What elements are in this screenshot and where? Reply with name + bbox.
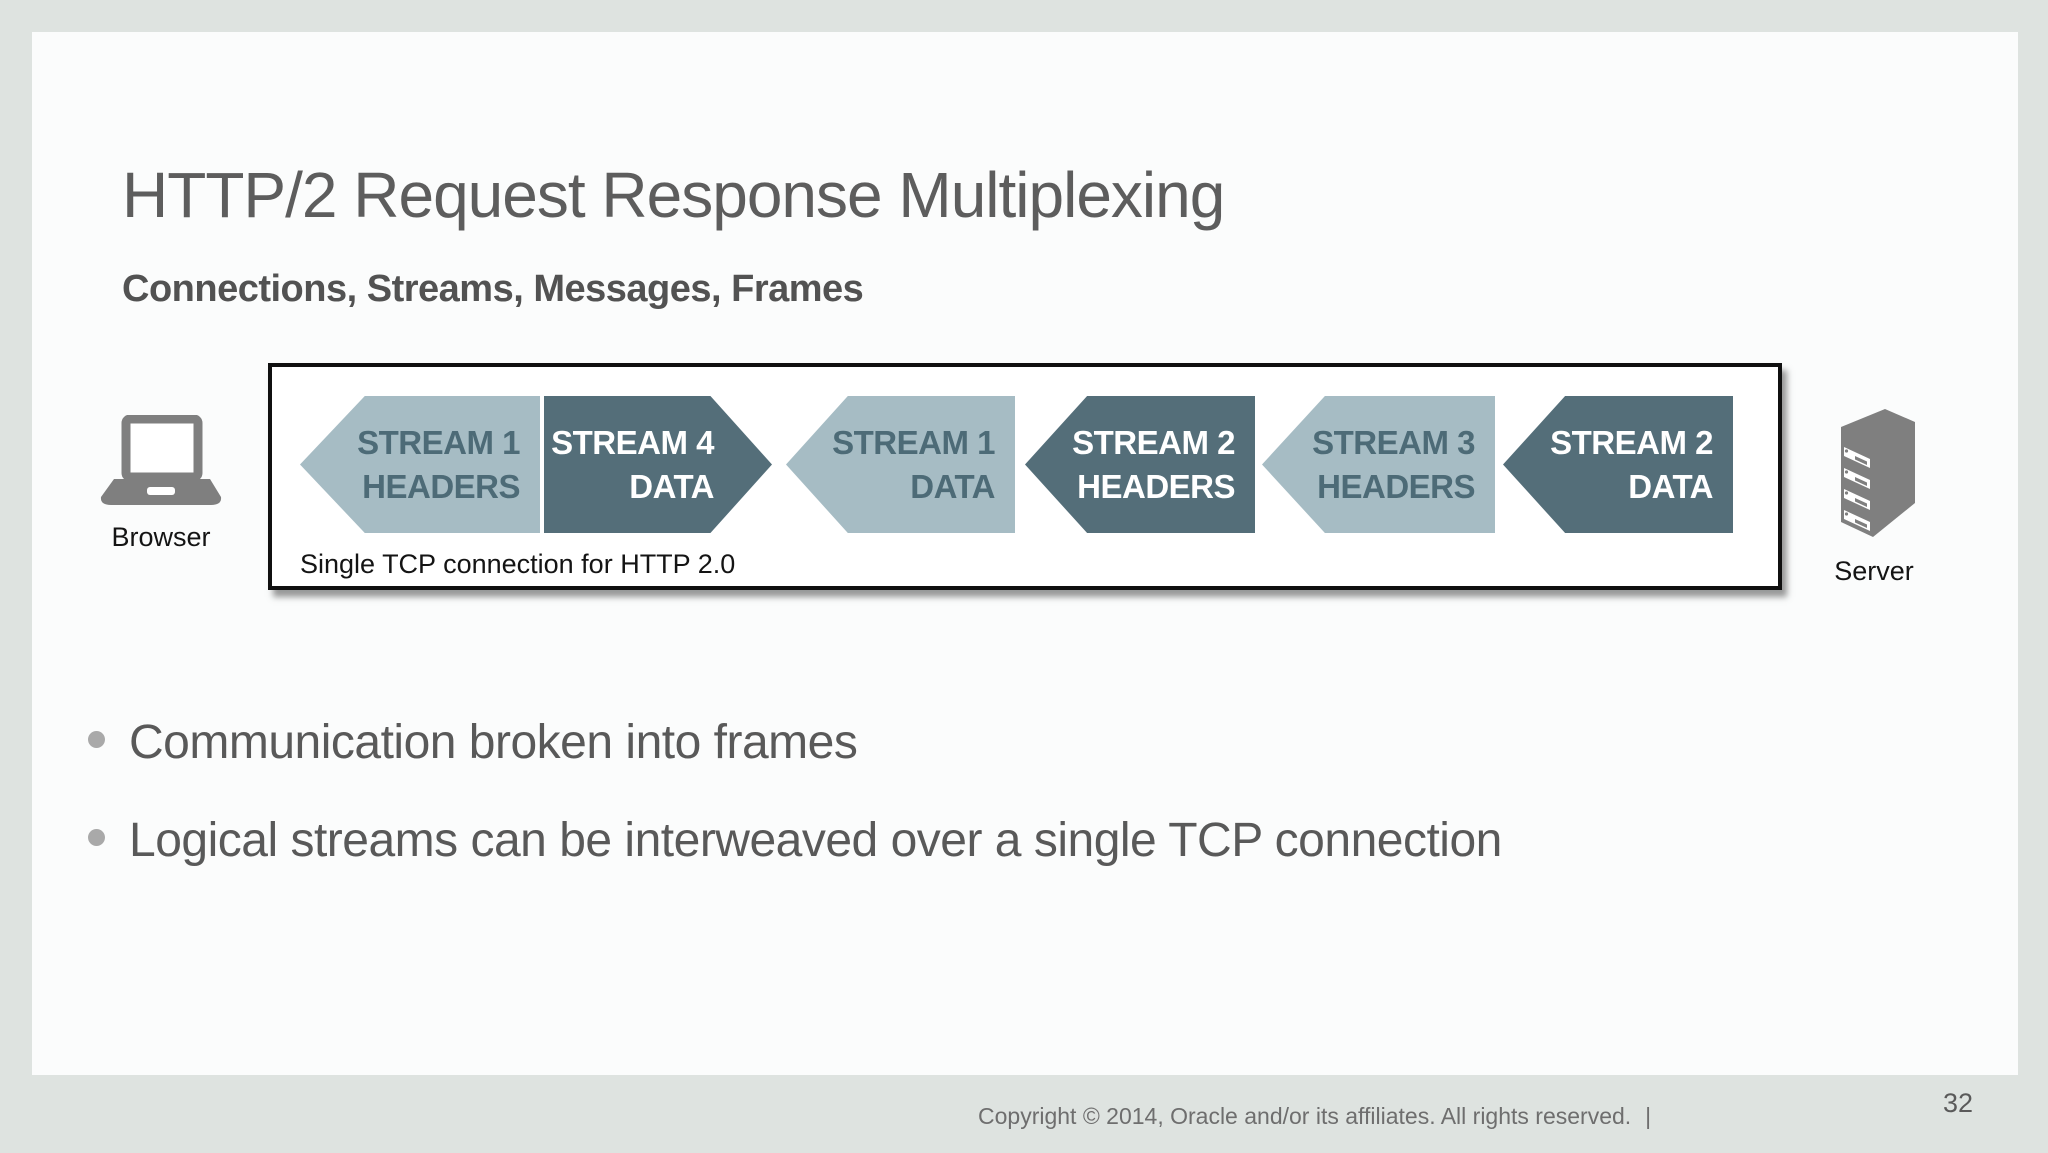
- stream-frame-3: STREAM 1 DATA: [786, 396, 1015, 533]
- server-label: Server: [1834, 556, 1914, 586]
- page-number: 32: [1942, 1088, 1974, 1118]
- stream-frame-label: DATA: [910, 467, 995, 505]
- bullet-dot: [88, 730, 105, 748]
- bullet-text: Logical streams can be interweaved over …: [129, 814, 1502, 867]
- copyright-text: Copyright © 2014, Oracle and/or its affi…: [978, 1103, 1632, 1129]
- bullet-item: Communication broken into frames: [88, 714, 1502, 772]
- stream-frame-label: STREAM 1: [357, 423, 520, 461]
- laptop-icon: [100, 414, 222, 505]
- slide-subtitle: Connections, Streams, Messages, Frames: [122, 268, 864, 310]
- browser-endpoint: Browser: [95, 414, 227, 553]
- bullet-list: Communication broken into frames Logical…: [88, 714, 1502, 910]
- stream-frame-4: STREAM 2 HEADERS: [1025, 396, 1255, 533]
- server-icon: [1841, 409, 1915, 537]
- bullet-text: Communication broken into frames: [129, 716, 858, 769]
- stream-frame-5: STREAM 3 HEADERS: [1262, 396, 1495, 533]
- tcp-connection-label: Single TCP connection for HTTP 2.0: [300, 549, 736, 579]
- stream-frame-label: STREAM 3: [1312, 423, 1475, 461]
- browser-label: Browser: [111, 522, 211, 552]
- stream-frame-label: STREAM 1: [832, 423, 995, 461]
- stream-frame-label: DATA: [1628, 467, 1713, 505]
- bullet-dot: [88, 828, 105, 846]
- server-endpoint: Server: [1808, 403, 1940, 587]
- footer: Copyright © 2014, Oracle and/or its affi…: [978, 1103, 1651, 1130]
- stream-frame-label: HEADERS: [362, 467, 520, 505]
- stream-frame-label: HEADERS: [1317, 467, 1475, 505]
- stream-frame-2: STREAM 4 DATA: [544, 396, 772, 533]
- stream-frame-1: STREAM 1 HEADERS: [300, 396, 540, 533]
- stream-frame-label: DATA: [629, 467, 714, 505]
- stream-frame-label: STREAM 2: [1550, 423, 1713, 461]
- slide-title: HTTP/2 Request Response Multiplexing: [122, 159, 1225, 231]
- footer-separator: |: [1645, 1103, 1652, 1129]
- stream-frame-label: STREAM 4: [551, 423, 714, 461]
- bullet-item: Logical streams can be interweaved over …: [88, 812, 1502, 870]
- stream-frame-label: STREAM 2: [1072, 423, 1235, 461]
- stream-frame-label: HEADERS: [1077, 467, 1235, 505]
- stream-frame-6: STREAM 2 DATA: [1503, 396, 1733, 533]
- slide: HTTP/2 Request Response Multiplexing Con…: [32, 32, 2018, 1075]
